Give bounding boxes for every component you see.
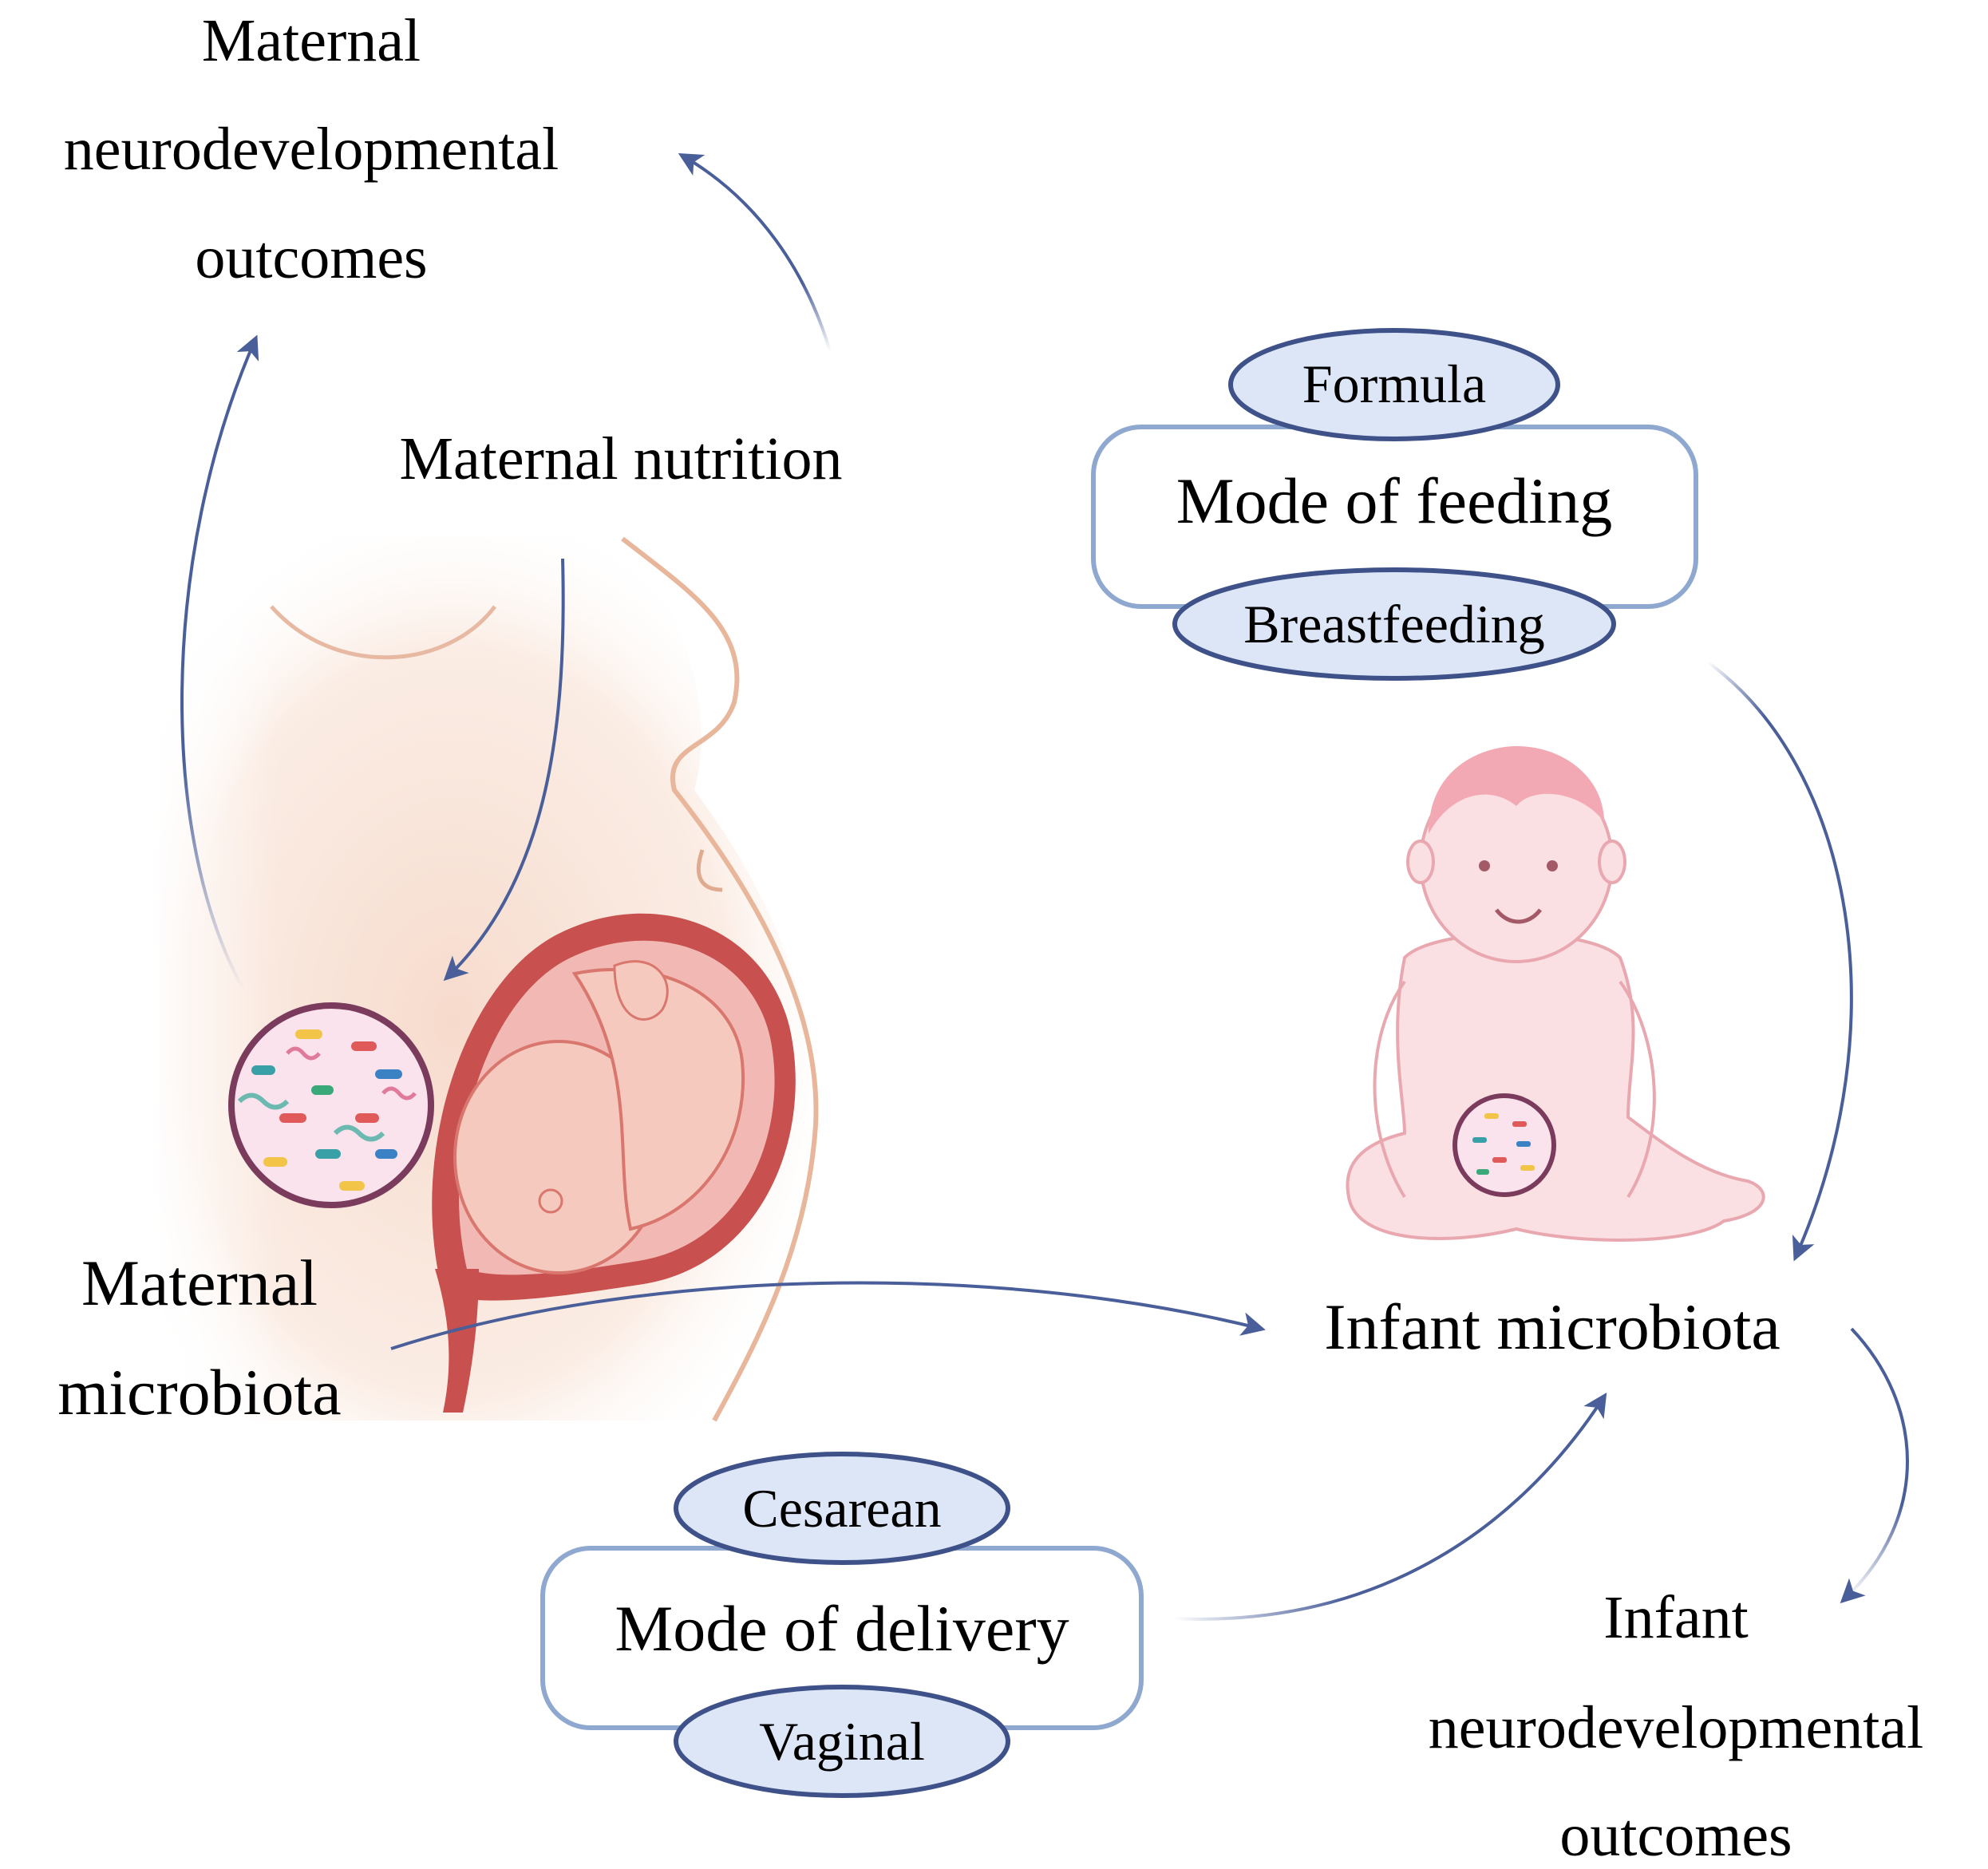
maternal-microbiome-icon [228,1002,434,1208]
mode-of-feeding-box: Formula Mode of feeding Breastfeeding [1091,328,1698,681]
svg-text:outcomes: outcomes [1559,1802,1792,1869]
uterus-with-fetus [432,913,796,1413]
arrows [180,152,1909,1621]
maternal-microbiota-label: Maternal microbiota [57,1247,341,1428]
svg-text:neurodevelopmental: neurodevelopmental [1429,1694,1923,1761]
mode-of-delivery-box: Cesarean Mode of delivery Vaginal [540,1452,1144,1798]
arrow-nutrition-to-microbiota [443,558,565,982]
breastfeeding-option [1172,567,1616,681]
breastfeeding-label: Breastfeeding [1243,594,1545,654]
infant-neuro-label: Infant neurodevelopmental outcomes [1429,1584,1923,1869]
svg-text:Maternal: Maternal [202,7,421,74]
infant-microbiota-label: Infant microbiota [1324,1290,1781,1363]
arrow-delivery-to-infant-microbiota [1172,1392,1607,1621]
vaginal-option [674,1685,1010,1798]
svg-text:Maternal: Maternal [81,1247,318,1319]
cesarean-option [674,1452,1010,1565]
svg-text:microbiota: microbiota [57,1356,341,1428]
formula-label: Formula [1302,354,1486,414]
arrow-nutrition-to-neuro [678,152,832,352]
mode-of-delivery-title: Mode of delivery [615,1592,1069,1665]
maternal-neuro-label: Maternal neurodevelopmental outcomes [64,7,559,291]
svg-text:neurodevelopmental: neurodevelopmental [64,116,559,183]
svg-text:outcomes: outcomes [195,224,427,291]
infant-illustration [1346,746,1765,1242]
mode-of-feeding-title: Mode of feeding [1176,464,1613,537]
svg-text:Infant: Infant [1603,1584,1748,1651]
arrow-microbiota-to-maternal-neuro [180,334,259,990]
cesarean-label: Cesarean [742,1478,941,1539]
formula-option [1228,328,1560,441]
maternal-nutrition-label: Maternal nutrition [399,425,842,492]
arrow-feeding-to-infant-microbiota [1706,661,1853,1262]
arrow-maternal-to-infant-microbiota [390,1281,1266,1350]
arrow-infant-microbiota-to-neuro [1840,1327,1909,1604]
vaginal-label: Vaginal [759,1711,925,1772]
